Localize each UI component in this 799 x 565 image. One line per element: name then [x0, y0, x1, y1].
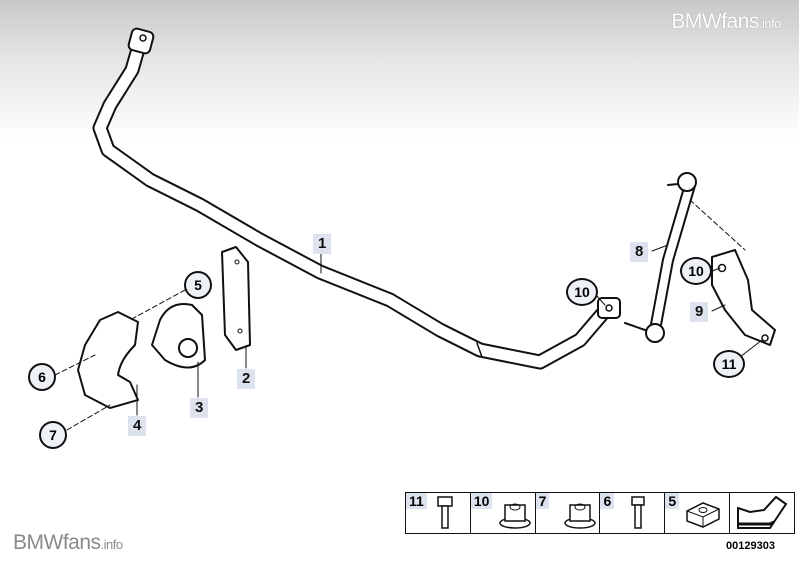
hex-bolt-icon: [437, 496, 453, 529]
arrow-icon: [737, 495, 788, 529]
hex-bolt-icon: [631, 496, 646, 529]
flange-nut-icon: [499, 503, 531, 529]
fastener-legend: 11 10 7 6 5: [405, 492, 795, 534]
legend-item-11: 11: [406, 493, 471, 533]
flange-nut-icon: [563, 503, 596, 529]
legend-item-arrow: [730, 493, 794, 533]
legend-item-5: 5: [665, 493, 731, 533]
callout-7: 7: [39, 421, 67, 449]
square-nut-icon: [686, 502, 721, 528]
legend-item-7: 7: [535, 493, 601, 533]
legend-item-6: 6: [600, 493, 666, 533]
callout-1: 1: [313, 234, 332, 254]
part-number: 00129303: [726, 540, 775, 552]
legend-item-10: 10: [470, 493, 536, 533]
callout-6: 6: [28, 363, 56, 391]
callout-10b: 10: [680, 257, 712, 285]
callout-10a: 10: [566, 278, 598, 306]
watermark-bottom: BMWfans.info: [13, 531, 123, 554]
callout-5: 5: [184, 271, 212, 299]
watermark-top: BMWfans.info: [671, 10, 781, 33]
callout-3: 3: [190, 398, 209, 418]
callout-4: 4: [128, 416, 147, 436]
callout-2: 2: [237, 369, 256, 389]
callout-9: 9: [690, 302, 709, 322]
callout-11: 11: [713, 350, 745, 378]
callout-8: 8: [630, 242, 649, 262]
